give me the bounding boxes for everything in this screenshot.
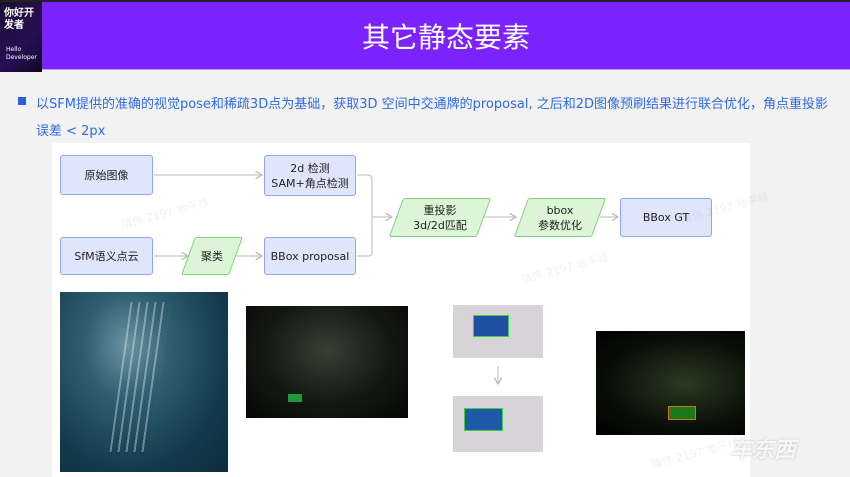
pointcloud-image-result [596,331,745,435]
node-sfm-cloud: SfM语义点云 [60,237,153,275]
pointcloud-image-perspective [246,306,408,418]
node-label: BBox GT [642,211,690,224]
slide-header: 你好开发者 Hello Developer 其它静态要素 [0,0,850,72]
logo-text: 你好开发者 [4,8,34,31]
node-label: 参数优化 [538,218,582,232]
bbox-gt-marker [668,406,696,420]
bullet-text: 以SFM提供的准确的视觉pose和稀疏3D点为基础，获取3D 空间中交通牌的pr… [36,97,828,139]
sign-bbox [473,315,509,337]
node-label: 3d/2d匹配 [413,218,467,232]
sign-image-after [453,396,543,452]
node-label: 重投影 [423,203,457,217]
hello-developer-logo: 你好开发者 Hello Developer [0,2,42,72]
node-cluster: 聚类 [181,237,243,275]
node-bbox-proposal: BBox proposal [264,237,356,275]
node-label: BBox proposal [270,249,350,263]
node-label: 聚类 [201,249,223,263]
node-label: SfM语义点云 [74,249,139,263]
logo-subtext: Hello Developer [6,46,37,61]
brand-logo: 车东西 [730,438,797,463]
node-label: bbox [546,203,574,217]
bullet-icon [18,97,26,105]
sign-bbox [464,408,503,431]
bbox-marker [288,394,302,402]
node-label: SAM+角点检测 [271,176,349,190]
sign-image-before [453,305,543,358]
merge-bracket [357,174,373,257]
node-label: 2d 检测 [290,161,330,175]
node-bbox-gt: BBox GT [620,198,712,237]
node-label: 原始图像 [84,168,129,182]
node-raw-image: 原始图像 [60,155,153,195]
slide-title: 其它静态要素 [361,21,530,54]
pointcloud-image-topview [60,292,228,472]
